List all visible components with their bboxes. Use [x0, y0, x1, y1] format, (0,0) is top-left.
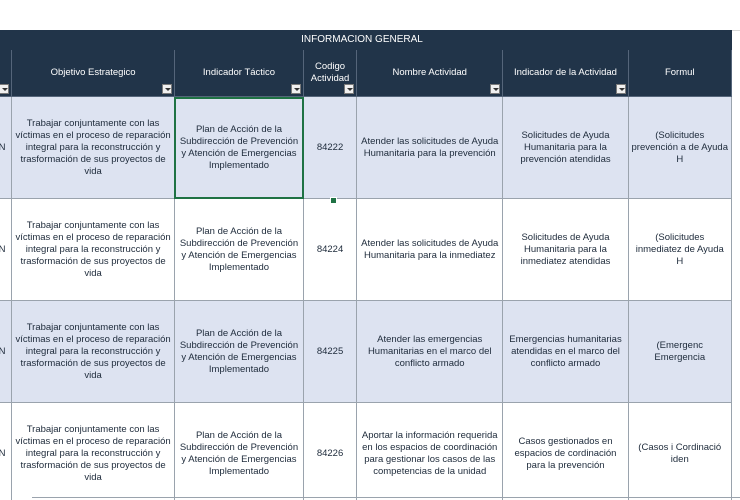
column-header-label: Indicador Táctico — [202, 67, 276, 78]
table-cell[interactable]: 84225 — [303, 300, 357, 403]
table-cell[interactable]: Casos gestionados en espacios de cordina… — [502, 402, 629, 500]
column-header-label: Formul — [664, 67, 695, 78]
filter-dropdown-icon[interactable] — [490, 84, 501, 94]
divider — [32, 497, 740, 498]
spreadsheet-grid[interactable]: INFORMACION GENERAL Objetivo Estrategico… — [0, 30, 740, 500]
column-header-label: Indicador de la Actividad — [513, 67, 617, 78]
table-cell[interactable]: Atender las emergencias Humanitarias en … — [355, 300, 504, 403]
column-header-objetivo[interactable]: Objetivo Estrategico — [11, 49, 175, 97]
filter-dropdown-icon[interactable] — [161, 84, 172, 94]
table-cell[interactable]: N — [0, 198, 13, 301]
table-cell[interactable]: N — [0, 96, 13, 199]
table-cell[interactable]: Solicitudes de Ayuda Humanitaria para la… — [502, 96, 629, 199]
table-cell[interactable]: Plan de Acción de la Subdirección de Pre… — [173, 198, 305, 301]
column-header-codigo[interactable]: Codigo Actividad — [303, 49, 357, 97]
table-cell[interactable]: (Emergenc Emergencia — [627, 300, 733, 403]
table-cell[interactable]: Solicitudes de Ayuda Humanitaria para la… — [502, 198, 629, 301]
table-cell[interactable]: Atender las solicitudes de Ayuda Humanit… — [355, 96, 504, 199]
table-cell[interactable]: Aportar la información requerida en los … — [355, 402, 504, 500]
table-cell[interactable]: Plan de Acción de la Subdirección de Pre… — [173, 402, 305, 500]
table-cell[interactable]: 84226 — [303, 402, 357, 500]
selection-fill-handle[interactable] — [330, 197, 337, 204]
table-cell[interactable]: Trabajar conjuntamente con las víctimas … — [11, 300, 175, 403]
data-table: INFORMACION GENERAL Objetivo Estrategico… — [0, 30, 733, 500]
table-row: N Trabajar conjuntamente con las víctima… — [0, 198, 733, 301]
table-cell[interactable]: 84224 — [303, 198, 357, 301]
table-row: N Trabajar conjuntamente con las víctima… — [0, 402, 733, 500]
formula-bar-area — [0, 0, 740, 31]
column-header-formula[interactable]: Formul — [627, 49, 733, 97]
column-header-indicador-actividad[interactable]: Indicador de la Actividad — [502, 49, 629, 97]
table-cell[interactable]: Atender las solicitudes de Ayuda Humanit… — [355, 198, 504, 301]
column-header-0[interactable] — [0, 49, 13, 97]
table-cell[interactable]: Emergencias humanitarias atendidas en el… — [502, 300, 629, 403]
column-header-label: Codigo Actividad — [310, 61, 350, 84]
filter-dropdown-icon[interactable] — [0, 84, 10, 94]
table-cell[interactable]: N — [0, 402, 13, 500]
column-header-label: Objetivo Estrategico — [50, 67, 136, 78]
table-row: N Trabajar conjuntamente con las víctima… — [0, 300, 733, 403]
column-header-indicador-tactico[interactable]: Indicador Táctico — [173, 49, 305, 97]
table-cell[interactable]: (Solicitudes prevención a de Ayuda H — [627, 96, 733, 199]
column-header-nombre-actividad[interactable]: Nombre Actividad — [355, 49, 504, 97]
filter-dropdown-icon[interactable] — [344, 84, 354, 94]
table-cell[interactable]: (Solicitudes inmediatez de Ayuda H — [627, 198, 733, 301]
table-cell[interactable]: (Casos i Cordinació iden — [627, 402, 733, 500]
filter-dropdown-icon[interactable] — [615, 84, 626, 94]
table-cell[interactable]: Trabajar conjuntamente con las víctimas … — [11, 198, 175, 301]
group-header: INFORMACION GENERAL — [0, 30, 732, 50]
table-cell[interactable]: Trabajar conjuntamente con las víctimas … — [11, 402, 175, 500]
selected-cell[interactable]: Plan de Acción de la Subdirección de Pre… — [173, 96, 305, 199]
table-cell[interactable]: N — [0, 300, 13, 403]
table-cell[interactable]: 84222 — [303, 96, 357, 199]
table-cell[interactable]: Trabajar conjuntamente con las víctimas … — [11, 96, 175, 199]
column-header-label: Nombre Actividad — [392, 67, 467, 78]
filter-dropdown-icon[interactable] — [291, 84, 302, 94]
table-row: N Trabajar conjuntamente con las víctima… — [0, 96, 733, 199]
table-cell[interactable]: Plan de Acción de la Subdirección de Pre… — [173, 300, 305, 403]
